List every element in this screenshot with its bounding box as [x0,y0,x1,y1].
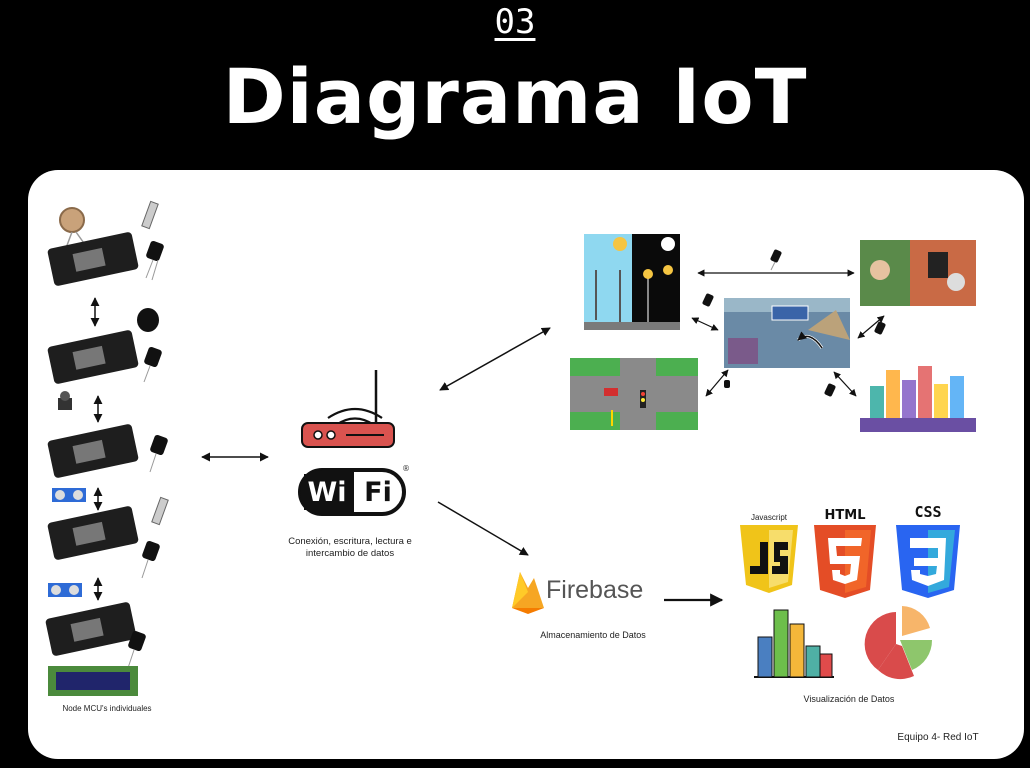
ultrasonic-sensor-icon [52,488,86,502]
nodemcu-board-4 [47,506,139,560]
edge-traffic-hub [705,369,729,397]
edge-lighting-hub [691,317,719,331]
javascript-shield-icon [740,525,798,593]
wifi-logo-wi: Wi [307,476,347,508]
city-skyline-image [860,366,976,434]
router-icon [301,370,395,448]
pie-chart-icon [864,606,933,680]
visualization-caption: Visualización de Datos [803,694,895,704]
edge-hub-crosswalk [857,315,885,339]
html5-shield-icon [814,525,876,598]
transistor-sensor-icon [770,249,782,271]
transistor-sensor-icon [702,293,714,307]
transistor-sensor-icon [141,540,160,579]
wifi-logo-text: Wi Fi [300,470,404,514]
buzzer-icon [137,308,159,332]
edge-wifi-city [439,327,551,391]
traffic-intersection-image [570,358,698,430]
city-map-image [724,298,850,368]
edge-wifi-firebase [437,501,529,556]
transistor-sensor-icon [143,346,162,383]
edge-hub-skyline [833,371,857,397]
wifi-caption: Conexión, escritura, lectura e intercamb… [288,536,412,559]
wifi-logo-fi: Fi [364,476,392,508]
push-button-icon [58,391,72,410]
nodemcu-board-2 [47,330,139,384]
footer-team-label: Equipo 4- Red IoT [897,732,979,743]
firebase-wordmark: Firebase [546,576,644,604]
javascript-label: Javascript [750,513,787,522]
pedestrian-crossing-image [860,240,976,306]
html-label: HTML [824,508,866,523]
firebase-flame-icon [512,572,544,614]
transistor-sensor-icon [145,240,164,281]
firebase-caption: Almacenamiento de Datos [540,630,646,640]
transistor-sensor-icon [127,630,146,669]
nodemcu-caption: Node MCU's individuales [62,704,152,713]
ultrasonic-sensor-icon [48,583,82,597]
day-night-lighting-image [584,234,680,330]
sensor-module-icon [141,200,159,230]
css3-shield-icon [896,525,960,598]
section-number: 03 [494,2,536,42]
transistor-sensor-icon [824,383,836,397]
lcd-display-icon [48,666,138,696]
transistor-sensor-icon [874,321,886,335]
nodemcu-board-5 [45,602,137,656]
diagram-canvas [45,200,976,696]
transistor-sensor-icon [724,380,730,388]
page-title: Diagrama IoT [222,52,808,141]
transistor-sensor-icon [149,434,168,473]
nodemcu-board-1 [47,232,139,286]
diagram-panel: Wi Fi ® Conexión, escritura, lectura e i… [28,170,1024,759]
wifi-logo [298,468,406,516]
sensor-module-icon [151,496,169,526]
css-label: CSS [914,503,942,521]
nodemcu-board-3 [47,424,139,478]
wifi-registered-mark: ® [402,464,410,473]
bar-chart-icon [754,609,834,678]
photoresistor-icon [59,207,87,249]
